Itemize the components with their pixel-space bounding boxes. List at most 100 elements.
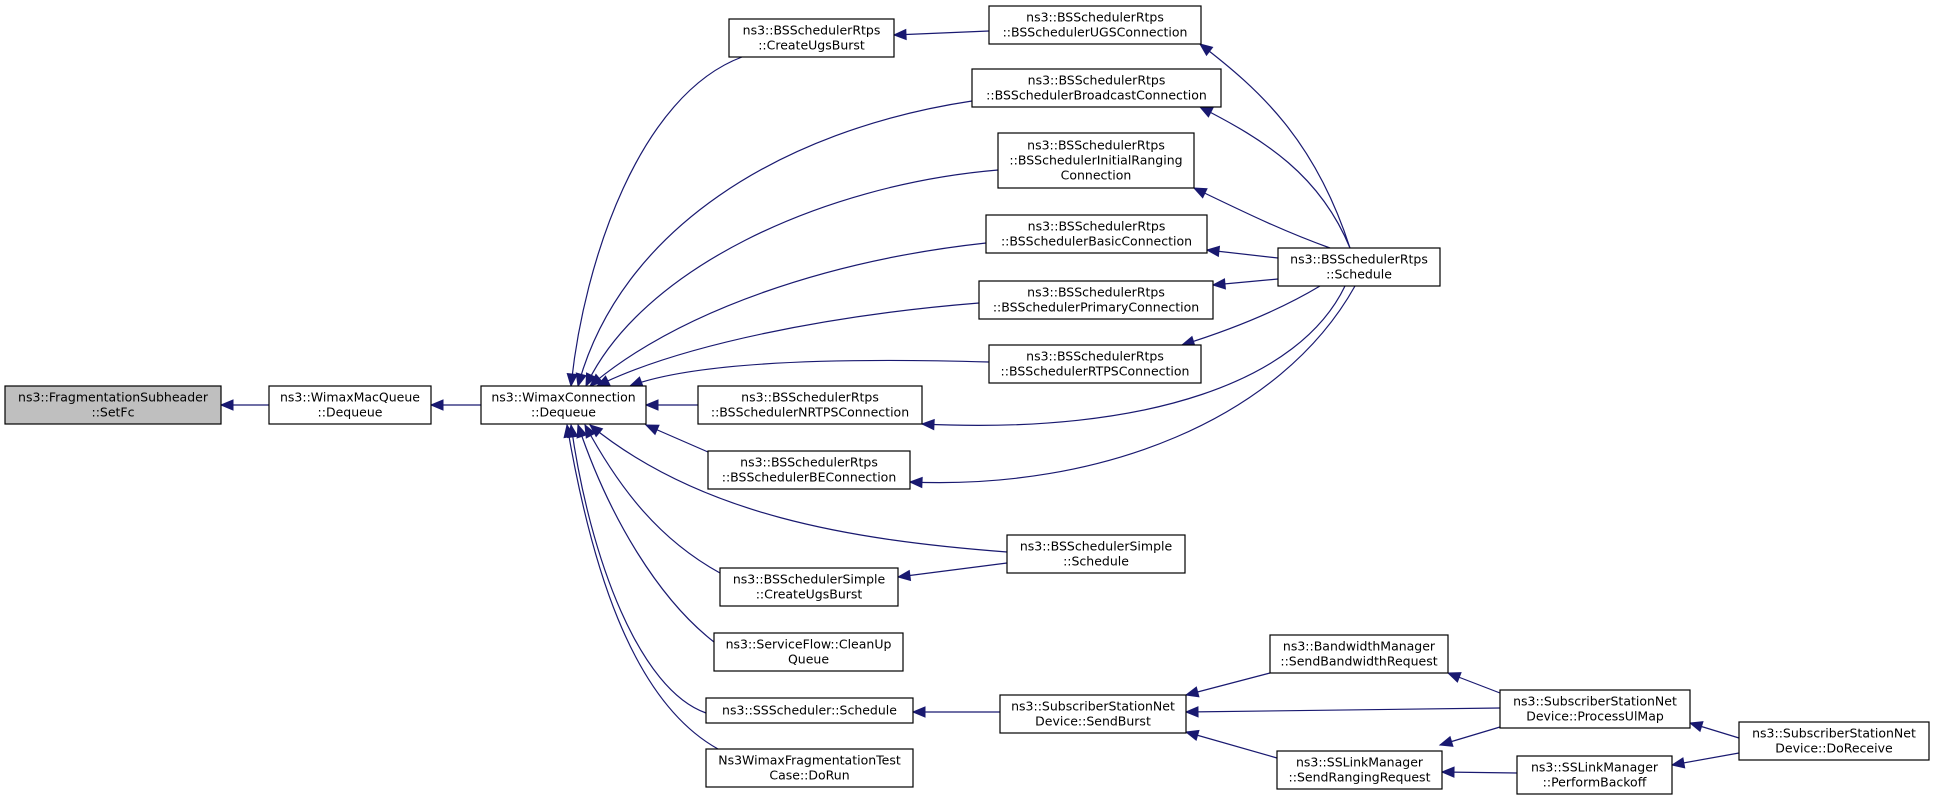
node-rtps-primary[interactable]: ns3::BSSchedulerRtps::BSSchedulerPrimary… [978, 280, 1214, 320]
node-rtps-be[interactable]: ns3::BSSchedulerRtps::BSSchedulerBEConne… [707, 450, 911, 490]
node-label-line: ::SendRangingRequest [1289, 770, 1431, 785]
node-box [480, 385, 647, 425]
arrowhead-icon [892, 28, 907, 41]
node-label-line: ::BSSchedulerBEConnection [722, 470, 897, 485]
node-rtps-nrtps[interactable]: ns3::BSSchedulerRtps::BSSchedulerNRTPSCo… [697, 385, 923, 425]
arrowhead-icon [1446, 672, 1462, 683]
edge-rtps_initrng-to-conn [585, 169, 999, 388]
node-simple-ugsburst[interactable]: ns3::BSSchedulerSimple::CreateUgsBurst [719, 567, 899, 607]
node-box [719, 567, 899, 607]
arrowhead-icon [576, 423, 588, 439]
node-label-line: ns3::BandwidthManager [1283, 639, 1436, 654]
arrowhead-icon [628, 376, 644, 388]
edge-line [577, 100, 973, 387]
node-label-line: Device::SendBurst [1035, 714, 1151, 729]
node-box [985, 214, 1208, 254]
node-label-line: ns3::BSSchedulerRtps [740, 455, 878, 470]
node-box [697, 385, 923, 425]
node-label-line: Queue [788, 652, 829, 667]
node-box [1499, 689, 1691, 729]
node-label-line: ::BSSchedulerNRTPSConnection [711, 405, 909, 420]
node-box [997, 132, 1195, 189]
node-label-line: ::Dequeue [318, 405, 383, 420]
edge-line [589, 424, 1008, 553]
node-box [4, 385, 222, 425]
edge-line [570, 56, 743, 387]
arrowhead-icon [644, 399, 659, 411]
arrowhead-icon [1198, 106, 1214, 118]
edge-macq-to-setfc [219, 399, 269, 411]
node-label-line: ns3::BSSchedulerRtps [1028, 219, 1166, 234]
node-label-line: ns3::BSSchedulerRtps [1028, 73, 1166, 88]
node-label-line: ns3::SubscriberStationNet [1513, 694, 1677, 709]
node-box [988, 5, 1202, 45]
node-box [705, 748, 914, 788]
node-label-line: ::Schedule [1326, 267, 1392, 282]
edge-line [1185, 672, 1271, 696]
arrowhead-icon [563, 423, 575, 439]
node-rtps-schedule[interactable]: ns3::BSSchedulerRtps::Schedule [1277, 247, 1441, 287]
node-ssnd-sendburst[interactable]: ns3::SubscriberStationNetDevice::SendBur… [999, 694, 1187, 734]
edge-line [1181, 285, 1321, 346]
edge-simple_schedule-to-conn [588, 424, 1008, 553]
node-rtps-ugsburst[interactable]: ns3::BSSchedulerRtps::CreateUgsBurst [728, 18, 895, 58]
arrowhead-icon [429, 399, 444, 411]
node-label-line: Ns3WimaxFragmentationTest [718, 753, 901, 768]
node-box [1269, 634, 1449, 674]
node-label-line: ns3::BSSchedulerRtps [1290, 252, 1428, 267]
node-box [705, 697, 914, 724]
node-bw-sendreq[interactable]: ns3::BandwidthManager::SendBandwidthRequ… [1269, 634, 1449, 674]
node-rtps-initrng[interactable]: ns3::BSSchedulerRtps::BSSchedulerInitial… [997, 132, 1195, 189]
arrowhead-icon [1670, 757, 1686, 769]
node-label-line: ns3::SubscriberStationNet [1011, 699, 1175, 714]
node-setfc[interactable]: ns3::FragmentationSubheader::SetFc [4, 385, 222, 425]
node-rtps-ugsconn[interactable]: ns3::BSSchedulerRtps::BSSchedulerUGSConn… [988, 5, 1202, 45]
edge-rtps_ugsconn-to-rtps_ugsburst [892, 28, 990, 41]
arrowhead-icon [908, 476, 923, 489]
edge-line [897, 562, 1008, 578]
node-macq[interactable]: ns3::WimaxMacQueue::Dequeue [268, 385, 432, 425]
node-rtps-basic[interactable]: ns3::BSSchedulerRtps::BSSchedulerBasicCo… [985, 214, 1208, 254]
arrowhead-icon [1438, 735, 1454, 747]
node-label-line: ::PerformBackoff [1543, 775, 1647, 790]
edge-line [1185, 731, 1278, 759]
node-label-line: ns3::SSLinkManager [1296, 755, 1424, 770]
node-rtps-bcast[interactable]: ns3::BSSchedulerRtps::BSSchedulerBroadca… [971, 68, 1222, 108]
node-label-line: ns3::WimaxMacQueue [280, 390, 420, 405]
node-conn[interactable]: ns3::WimaxConnection::Dequeue [480, 385, 647, 425]
node-box [707, 450, 911, 490]
node-label-line: ::SetFc [91, 405, 134, 420]
node-ssnd-ulmap[interactable]: ns3::SubscriberStationNetDevice::Process… [1499, 689, 1691, 729]
edge-ss_schedule-to-conn [567, 423, 707, 714]
arrowhead-icon [584, 423, 596, 439]
node-label-line: ns3::BSSchedulerRtps [743, 23, 881, 38]
edge-line [1193, 187, 1331, 249]
edge-line [1199, 43, 1351, 249]
node-label-line: ns3::BSSchedulerRtps [1026, 349, 1164, 364]
arrowhead-icon [589, 373, 604, 387]
arrowhead-icon [1205, 245, 1221, 258]
node-label-line: Case::DoRun [769, 768, 849, 783]
arrowhead-icon [920, 418, 935, 431]
edge-sslm_backoff-to-sslm_sendrng [1440, 766, 1518, 778]
node-box [988, 344, 1202, 384]
node-sslm-backoff[interactable]: ns3::SSLinkManager::PerformBackoff [1516, 755, 1673, 795]
edge-rtps_primary-to-conn [595, 302, 980, 387]
edge-sf_cleanup-to-conn [576, 423, 715, 643]
node-label-line: ns3::BSSchedulerRtps [741, 390, 879, 405]
node-simple-schedule[interactable]: ns3::BSSchedulerSimple::Schedule [1006, 534, 1186, 574]
node-ssnd-doreceive[interactable]: ns3::SubscriberStationNetDevice::DoRecei… [1738, 721, 1930, 761]
edge-rtps_bcast-to-conn [575, 100, 973, 388]
node-ss-schedule[interactable]: ns3::SSScheduler::Schedule [705, 697, 914, 724]
node-sslm-sendrng[interactable]: ns3::SSLinkManager::SendRangingRequest [1276, 750, 1443, 790]
node-label-line: ::CreateUgsBurst [758, 38, 865, 53]
edge-line [1185, 707, 1501, 713]
edge-ssnd_ulmap-to-ssnd_sendburst [1184, 706, 1501, 718]
node-label-line: ns3::SSScheduler::Schedule [722, 703, 897, 718]
edge-rtps_schedule-to-rtps_initrng [1192, 187, 1331, 249]
node-box [971, 68, 1222, 108]
node-rtps-rtps[interactable]: ns3::BSSchedulerRtps::BSSchedulerRTPSCon… [988, 344, 1202, 384]
